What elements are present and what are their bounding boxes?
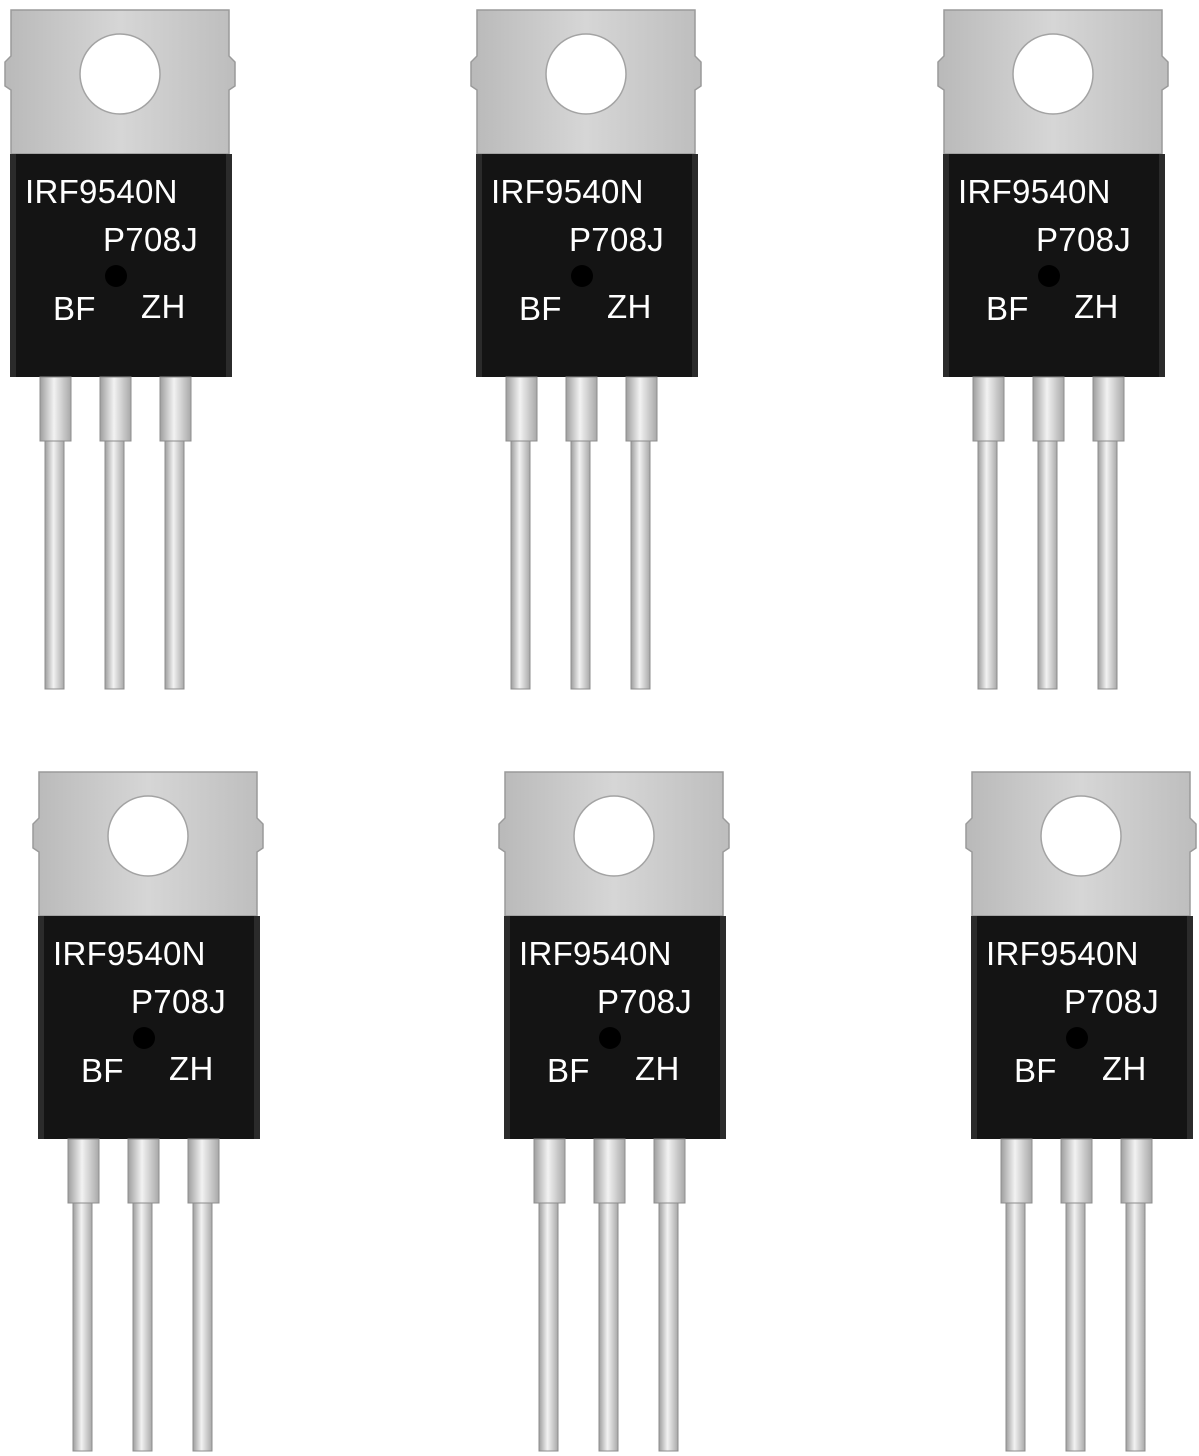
- lead-shoulder-left: [1000, 1138, 1033, 1204]
- mounting-hole: [107, 795, 189, 877]
- lead-right: [1125, 1202, 1146, 1452]
- left-marking-label: BF: [519, 290, 562, 327]
- to220-package-shape: [498, 771, 730, 1452]
- mounting-hole: [545, 33, 627, 115]
- left-marking-label: BF: [547, 1052, 590, 1089]
- part-number-label: IRF9540N: [491, 173, 644, 210]
- right-marking-label: ZH: [169, 1050, 214, 1087]
- lead-left: [977, 440, 998, 690]
- package-body: [38, 916, 260, 1139]
- package-body: [971, 916, 1193, 1139]
- date-code-label: P708J: [1064, 983, 1160, 1020]
- transistor-package: IRF9540N P708J BF ZH: [3, 4, 243, 694]
- pin-one-dot: [133, 1027, 155, 1049]
- lead-shoulder-left: [39, 376, 72, 442]
- mounting-hole: [79, 33, 161, 115]
- lead-shoulder-left: [67, 1138, 100, 1204]
- pin-one-dot: [571, 265, 593, 287]
- lead-shoulder-left: [533, 1138, 566, 1204]
- date-code-label: P708J: [131, 983, 227, 1020]
- lead-left: [44, 440, 65, 690]
- transistor-package: IRF9540N P708J BF ZH: [31, 766, 271, 1456]
- left-marking-label: BF: [81, 1052, 124, 1089]
- transistor-package: IRF9540N P708J BF ZH: [964, 766, 1199, 1456]
- date-code-label: P708J: [597, 983, 693, 1020]
- left-marking-label: BF: [1014, 1052, 1057, 1089]
- transistor-package: IRF9540N P708J BF ZH: [936, 4, 1176, 694]
- date-code-label: P708J: [569, 221, 665, 258]
- package-body: [504, 916, 726, 1139]
- lead-left: [510, 440, 531, 690]
- lead-middle: [104, 440, 125, 690]
- lead-shoulder-left: [505, 376, 538, 442]
- to220-package-shape: [470, 9, 702, 690]
- lead-middle: [1065, 1202, 1086, 1452]
- left-marking-label: BF: [53, 290, 96, 327]
- lead-middle: [570, 440, 591, 690]
- lead-middle: [132, 1202, 153, 1452]
- date-code-label: P708J: [1036, 221, 1132, 258]
- lead-shoulder-right: [653, 1138, 686, 1204]
- lead-shoulder-right: [1092, 376, 1125, 442]
- lead-shoulder-right: [1120, 1138, 1153, 1204]
- pin-one-dot: [1066, 1027, 1088, 1049]
- right-marking-label: ZH: [1074, 288, 1119, 325]
- part-number-label: IRF9540N: [53, 935, 206, 972]
- part-number-label: IRF9540N: [519, 935, 672, 972]
- mounting-hole: [1012, 33, 1094, 115]
- lead-shoulder-middle: [593, 1138, 626, 1204]
- lead-shoulder-right: [187, 1138, 220, 1204]
- left-marking-label: BF: [986, 290, 1029, 327]
- pin-one-dot: [1038, 265, 1060, 287]
- right-marking-label: ZH: [635, 1050, 680, 1087]
- lead-right: [630, 440, 651, 690]
- to220-package-shape: [965, 771, 1197, 1452]
- to220-package-shape: [937, 9, 1169, 690]
- right-marking-label: ZH: [607, 288, 652, 325]
- pin-one-dot: [599, 1027, 621, 1049]
- right-marking-label: ZH: [141, 288, 186, 325]
- transistor-package: IRF9540N P708J BF ZH: [497, 766, 737, 1456]
- lead-shoulder-middle: [1032, 376, 1065, 442]
- lead-shoulder-middle: [99, 376, 132, 442]
- lead-middle: [598, 1202, 619, 1452]
- lead-shoulder-left: [972, 376, 1005, 442]
- part-number-label: IRF9540N: [986, 935, 1139, 972]
- transistor-package: IRF9540N P708J BF ZH: [469, 4, 709, 694]
- lead-shoulder-right: [159, 376, 192, 442]
- part-number-label: IRF9540N: [25, 173, 178, 210]
- pin-one-dot: [105, 265, 127, 287]
- lead-middle: [1037, 440, 1058, 690]
- to220-package-shape: [32, 771, 264, 1452]
- package-body: [943, 154, 1165, 377]
- mounting-hole: [1040, 795, 1122, 877]
- lead-right: [192, 1202, 213, 1452]
- lead-shoulder-right: [625, 376, 658, 442]
- lead-shoulder-middle: [565, 376, 598, 442]
- to220-package-shape: [4, 9, 236, 690]
- mounting-hole: [573, 795, 655, 877]
- lead-right: [658, 1202, 679, 1452]
- lead-left: [72, 1202, 93, 1452]
- package-body: [476, 154, 698, 377]
- lead-shoulder-middle: [127, 1138, 160, 1204]
- lead-left: [538, 1202, 559, 1452]
- lead-left: [1005, 1202, 1026, 1452]
- right-marking-label: ZH: [1102, 1050, 1147, 1087]
- lead-right: [164, 440, 185, 690]
- package-body: [10, 154, 232, 377]
- part-number-label: IRF9540N: [958, 173, 1111, 210]
- lead-right: [1097, 440, 1118, 690]
- lead-shoulder-middle: [1060, 1138, 1093, 1204]
- date-code-label: P708J: [103, 221, 199, 258]
